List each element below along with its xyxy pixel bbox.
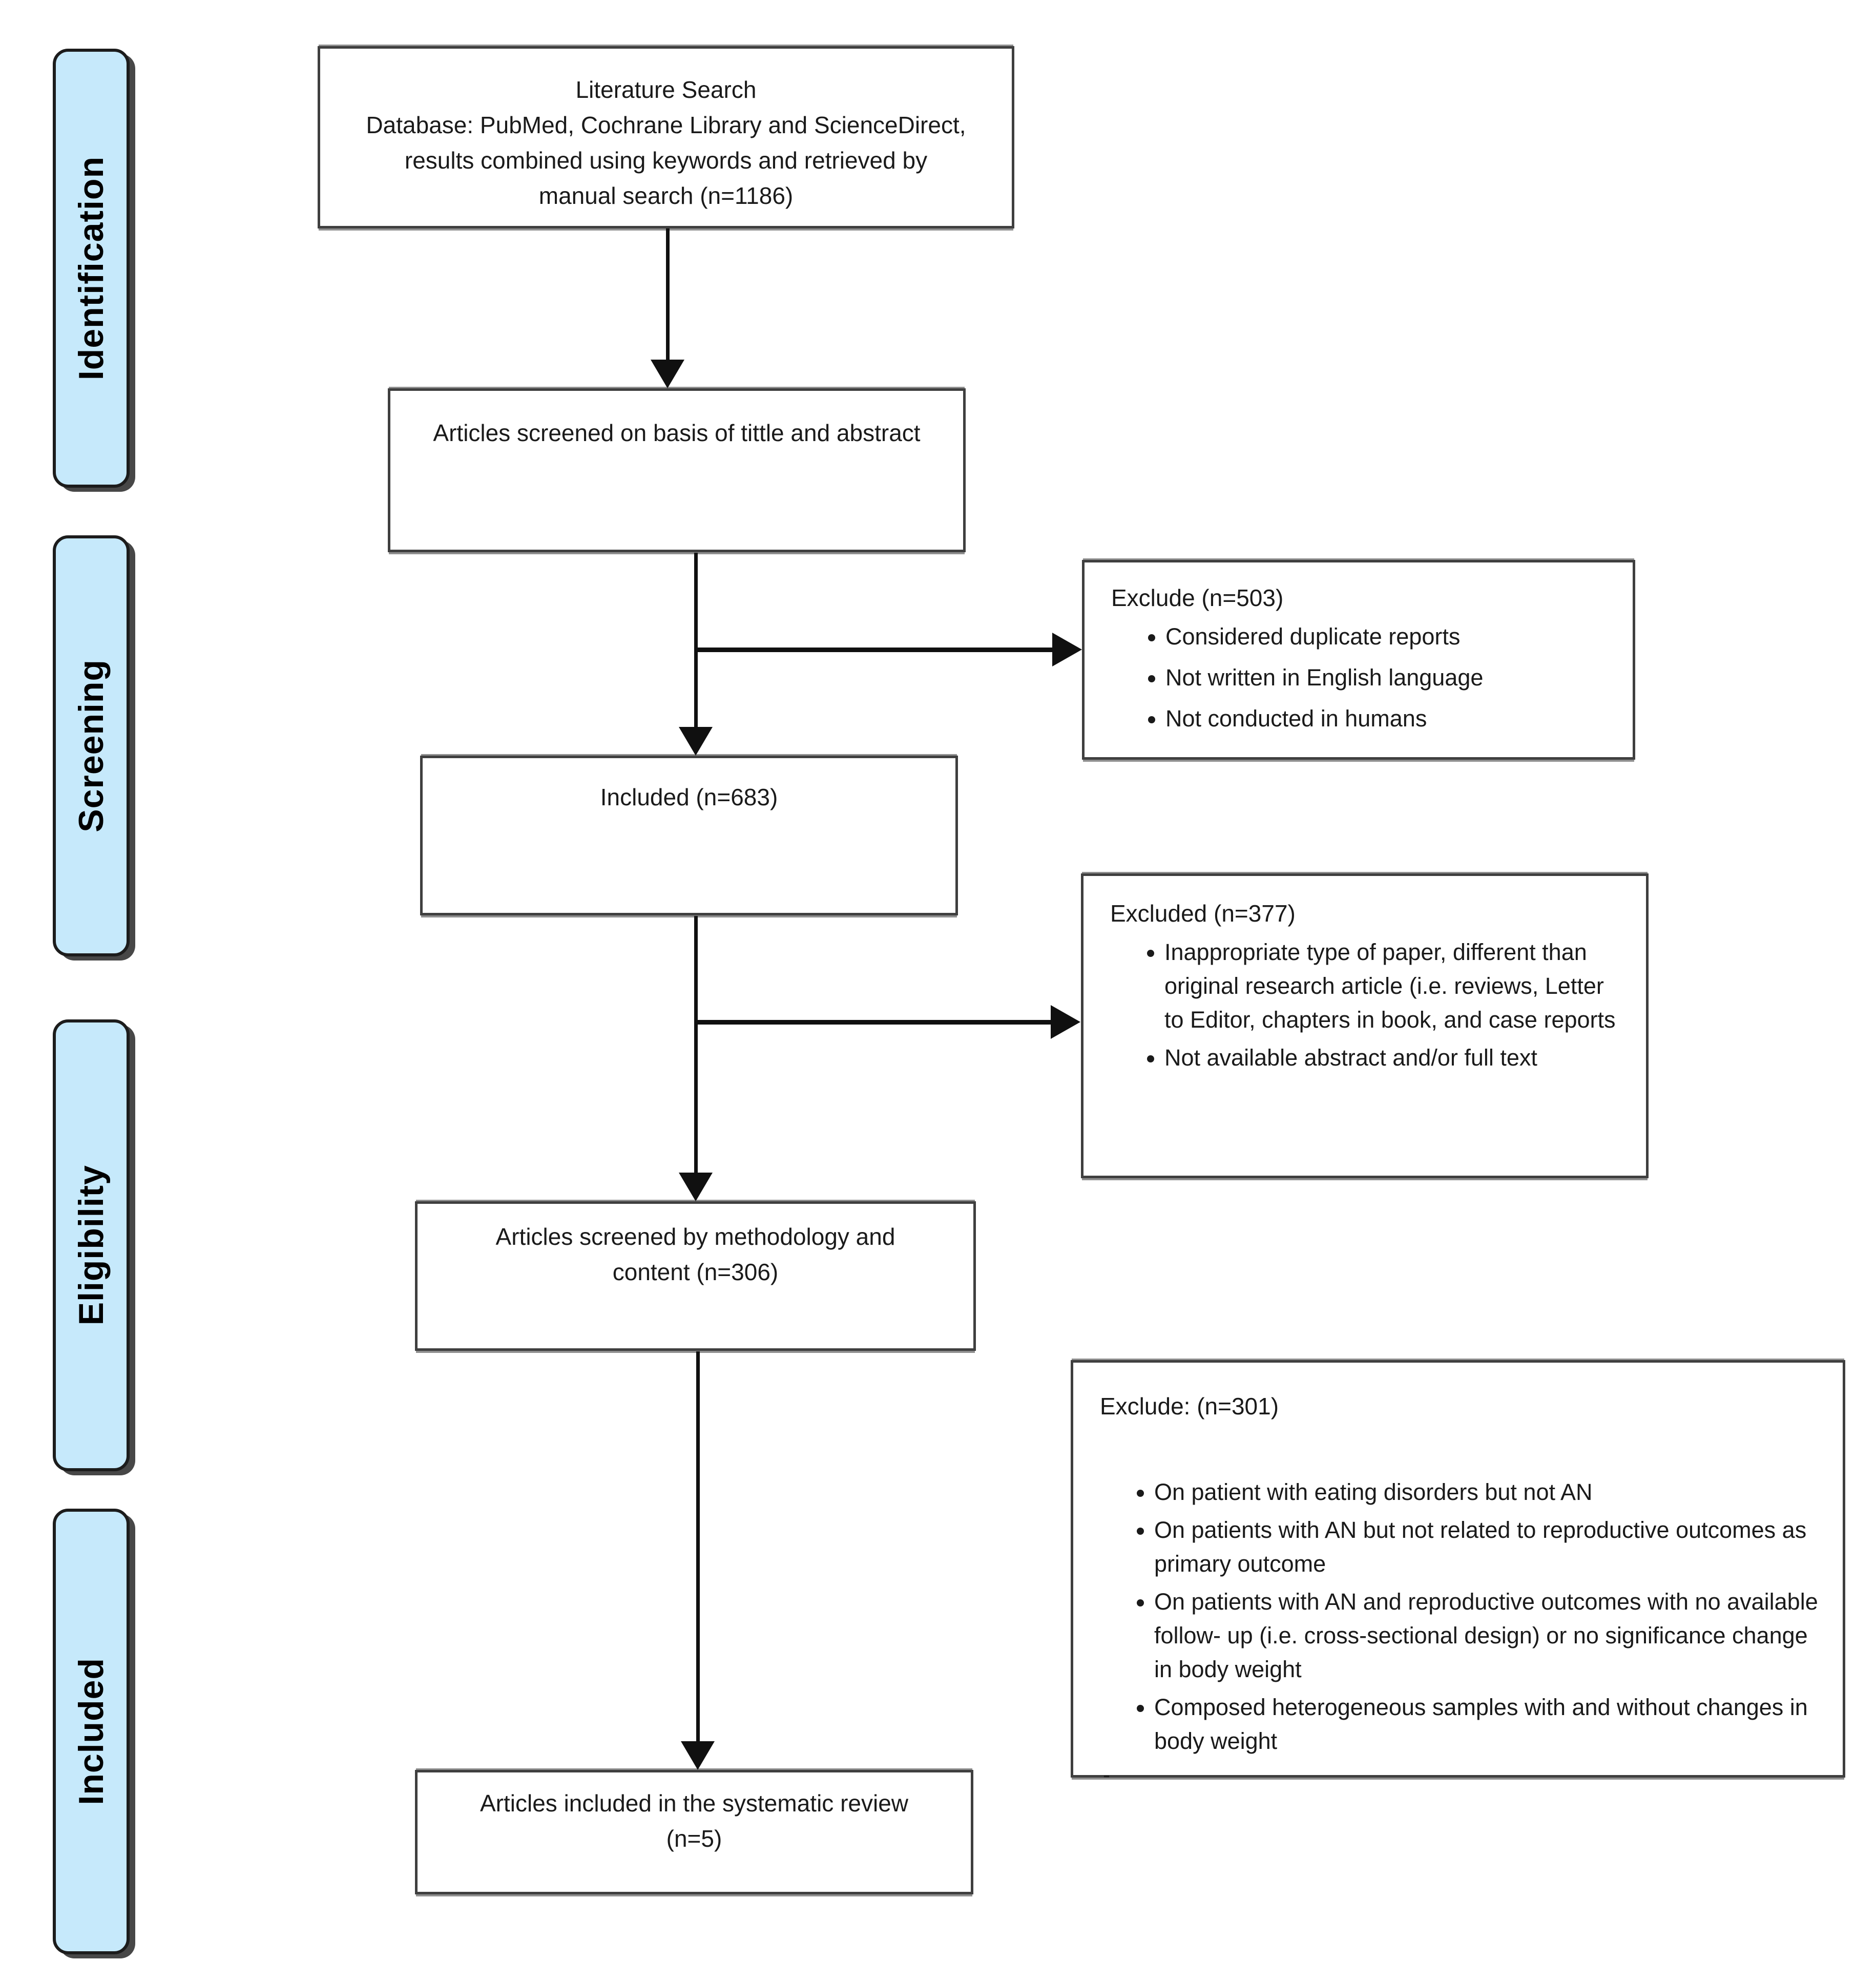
exclude-301-box: Exclude: (n=301) On patient with eating … (1071, 1360, 1845, 1787)
exclude-301-spacer (1100, 1423, 1820, 1470)
exclude-503-item: Not written in English language (1165, 661, 1612, 695)
stage-included-label: Included (72, 1658, 111, 1805)
exclude-503-list: Considered duplicate reports Not written… (1111, 620, 1612, 736)
exclude-503-item: Not conducted in humans (1165, 702, 1612, 736)
included-review-line-1: Articles included in the systematic revi… (480, 1790, 908, 1817)
screened-title-abstract-text: Articles screened on basis of tittle and… (433, 420, 921, 446)
literature-search-line-2: Database: PubMed, Cochrane Library and S… (366, 112, 966, 138)
screened-title-abstract-box: Articles screened on basis of tittle and… (388, 388, 966, 552)
stage-screening: Screening (53, 535, 130, 956)
exclude-503-box: Exclude (n=503) Considered duplicate rep… (1082, 560, 1635, 760)
exclude-301-title: Exclude: (n=301) (1100, 1393, 1279, 1420)
exclude-301-item: On patients with AN and reproductive out… (1154, 1585, 1820, 1686)
stage-eligibility: Eligibility (53, 1019, 130, 1471)
stage-screening-label: Screening (72, 659, 111, 832)
stage-included: Included (53, 1509, 130, 1954)
exclude-301-trailing-dash: - (1103, 1763, 1110, 1787)
stage-eligibility-label: Eligibility (72, 1165, 111, 1326)
included-review-box: Articles included in the systematic revi… (415, 1770, 973, 1894)
arrow-methodology-to-review-line (696, 1351, 700, 1742)
included-683-box: Included (n=683) (420, 756, 958, 915)
excluded-377-item: Not available abstract and/or full text (1164, 1041, 1624, 1075)
branch-to-exclude-503-line (694, 648, 1053, 652)
arrow-screened-to-included-line (694, 553, 698, 728)
literature-search-line-4: manual search (n=1186) (538, 182, 794, 209)
included-review-line-2: (n=5) (666, 1825, 722, 1852)
literature-search-box: Literature Search Database: PubMed, Coch… (318, 46, 1014, 228)
arrow-search-to-screened-head-icon (651, 360, 684, 388)
branch-to-excluded-377-line (694, 1020, 1051, 1025)
arrow-methodology-to-review-head-icon (681, 1741, 715, 1770)
exclude-301-item: Composed heterogeneous samples with and … (1154, 1690, 1820, 1758)
excluded-377-title: Excluded (n=377) (1110, 900, 1296, 927)
exclude-301-item: On patients with AN but not related to r… (1154, 1513, 1820, 1581)
excluded-377-box: Excluded (n=377) Inappropriate type of p… (1081, 873, 1649, 1178)
literature-search-line-1: Literature Search (575, 76, 757, 103)
stage-identification: Identification (53, 49, 130, 488)
exclude-503-item: Considered duplicate reports (1165, 620, 1612, 654)
branch-to-exclude-503-head-icon (1052, 633, 1082, 666)
arrow-search-to-screened-line (666, 228, 670, 360)
exclude-301-item: On patient with eating disorders but not… (1154, 1475, 1820, 1509)
arrow-included-to-methodology-line (694, 916, 698, 1173)
excluded-377-list: Inappropriate type of paper, different t… (1110, 935, 1624, 1075)
stage-identification-label: Identification (72, 156, 111, 381)
included-683-text: Included (n=683) (600, 784, 778, 810)
literature-search-line-3: results combined using keywords and retr… (404, 147, 928, 174)
branch-to-excluded-377-head-icon (1051, 1005, 1080, 1039)
screened-methodology-box: Articles screened by methodology and con… (415, 1201, 976, 1351)
arrow-screened-to-included-head-icon (679, 727, 713, 756)
screened-methodology-line-2: content (n=306) (612, 1259, 779, 1285)
arrow-included-to-methodology-head-icon (679, 1173, 713, 1201)
screened-methodology-line-1: Articles screened by methodology and (495, 1223, 895, 1250)
exclude-503-title: Exclude (n=503) (1111, 585, 1284, 611)
exclude-301-list: On patient with eating disorders but not… (1100, 1475, 1820, 1758)
excluded-377-item: Inappropriate type of paper, different t… (1164, 935, 1624, 1037)
